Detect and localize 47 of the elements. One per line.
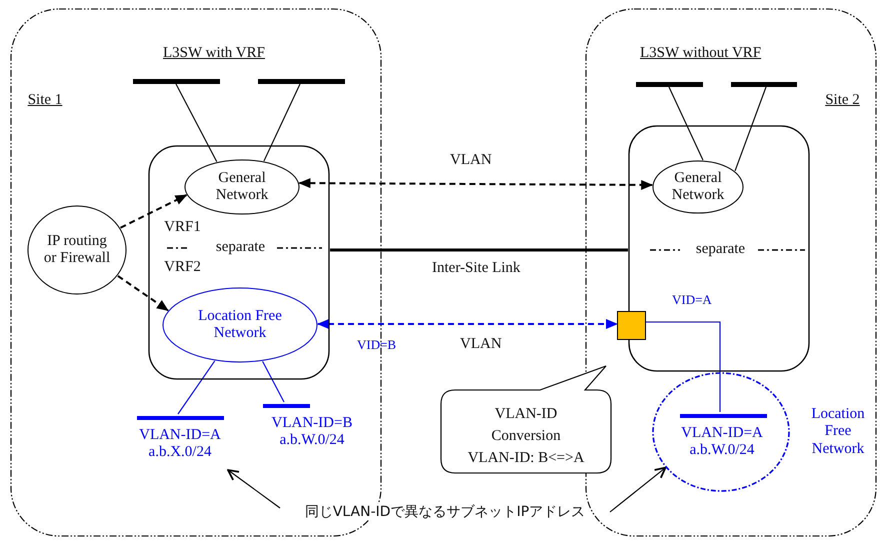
vlan-id-label: VID=A: [672, 293, 712, 308]
vrf-label: separate: [694, 241, 746, 258]
network-bar: [636, 82, 703, 87]
network-bar: [133, 79, 220, 84]
network-label: IP routing or Firewall: [42, 232, 112, 268]
arrow: [120, 194, 188, 229]
switch-title: L3SW with VRF: [163, 45, 265, 62]
network-ellipse: [652, 372, 790, 492]
note-text: 同じVLAN-IDで異なるサブネットIPアドレス: [304, 504, 586, 520]
connector-line: [262, 361, 284, 402]
network-bar: [731, 82, 797, 87]
site-region: [585, 8, 877, 537]
link-line: [330, 248, 628, 252]
network-label: General Network: [214, 170, 270, 204]
subnet-label: VLAN-ID=A a.b.X.0/24: [138, 427, 222, 462]
subnet-label: VLAN-ID=B a.b.W.0/24: [270, 415, 354, 450]
arrow: [298, 178, 654, 190]
arrow: [117, 275, 169, 312]
arrow: [316, 319, 618, 329]
network-ellipse: [27, 205, 127, 295]
subnet-label: VLAN-ID=A a.b.W.0/24: [680, 425, 764, 460]
connector-line: [646, 321, 721, 412]
site-label: Site 2: [824, 92, 861, 110]
vlan-id-label: VID=B: [357, 338, 396, 353]
connector-line: [178, 360, 216, 414]
connector-line: [668, 86, 704, 160]
connector-line: [734, 86, 767, 172]
network-caption: Location Free Network: [810, 406, 866, 458]
vrf-label: VRF1: [163, 219, 202, 236]
network-ellipse: [184, 159, 300, 215]
site-label: Site 1: [26, 92, 64, 110]
switch-box: [148, 145, 330, 380]
network-label: General Network: [670, 170, 726, 204]
callout-text: VLAN-ID: B<=>A: [466, 449, 586, 468]
network-label: Location Free Network: [197, 308, 283, 342]
vrf-label: VRF2: [163, 259, 202, 276]
connector-line: [263, 84, 300, 162]
callout-text: VLAN-ID Conversion: [490, 405, 562, 446]
connector-line: [176, 84, 218, 162]
network-ellipse: [652, 160, 744, 214]
callout-bubble: [440, 365, 612, 475]
arrow: [227, 469, 280, 508]
network-bar: [258, 79, 345, 84]
switch-title: L3SW without VRF: [640, 45, 762, 62]
network-ellipse: [162, 287, 318, 363]
separate-label: separate: [214, 239, 266, 256]
port-square: [617, 311, 646, 340]
